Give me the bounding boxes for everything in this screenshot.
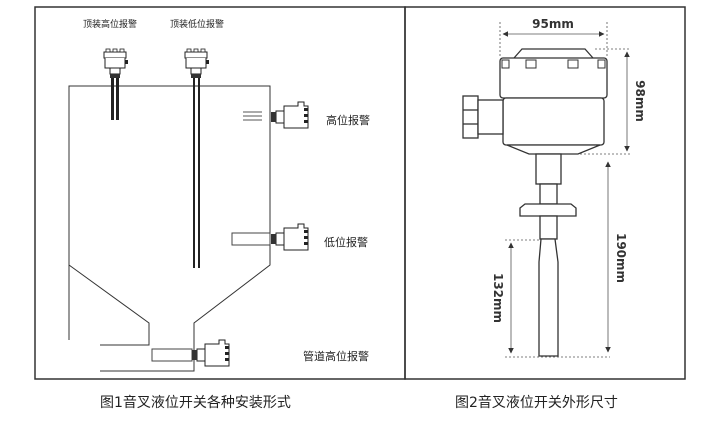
side-high-switch (243, 101, 309, 129)
figure1-frame (34, 6, 406, 380)
switch-outline (462, 48, 608, 357)
top-low-switch (184, 48, 210, 268)
label-side-high: 高位报警 (326, 113, 370, 127)
dimension-lines (499, 22, 630, 358)
figure1-caption: 图1音叉液位开关各种安装形式 (100, 395, 291, 411)
figure2-frame (404, 6, 686, 380)
label-side-low: 低位报警 (324, 235, 368, 249)
side-low-switch (231, 223, 309, 251)
label-top-high: 顶装高位报警 (83, 18, 137, 30)
label-top-low: 顶装低位报警 (170, 18, 224, 30)
dim-probe-length: 190mm (614, 233, 628, 283)
dim-head-height: 98mm (633, 80, 647, 122)
tank-outline (68, 85, 271, 372)
top-high-switch (103, 48, 129, 120)
label-pipe-high: 管道高位报警 (303, 349, 369, 363)
figure2-caption: 图2音叉液位开关外形尺寸 (455, 395, 618, 411)
dim-fork-length: 132mm (491, 273, 505, 323)
dim-width: 95mm (532, 17, 574, 31)
pipe-high-switch (151, 339, 230, 367)
